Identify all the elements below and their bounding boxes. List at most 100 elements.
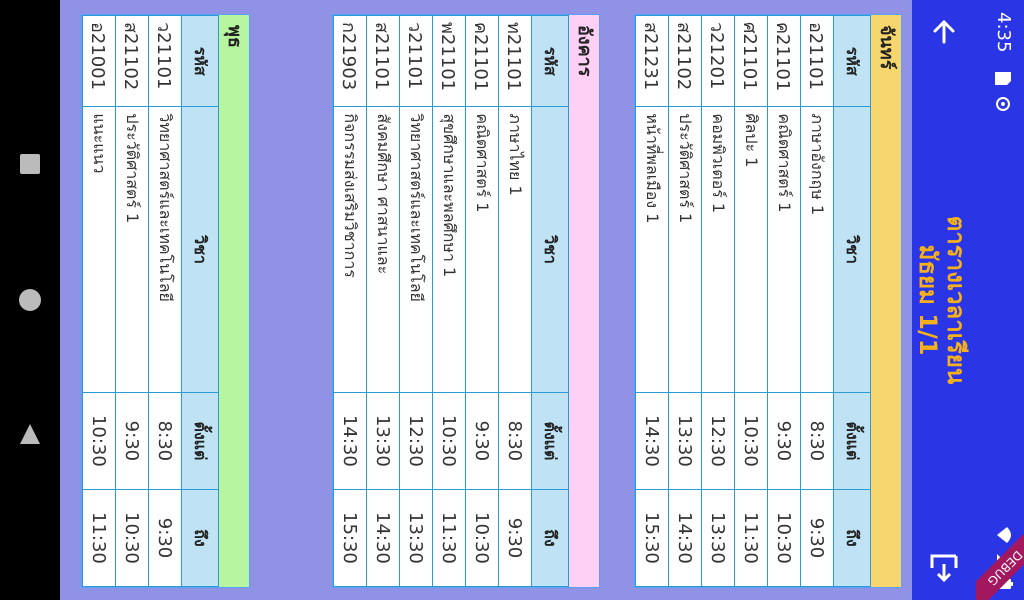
subject-name: สังคมศึกษา ศาสนาและ [366,106,400,393]
subject-code: อ21101 [800,15,834,107]
table-row[interactable]: ศ21101 ศิลปะ 1 10:30 11:30 [734,15,768,587]
timetable-table: รหัส วิชา ตั้งแต่ ถึง ท21101 ภาษาไทย 1 8… [333,15,569,587]
subject-name: ประวัติศาสตร์ 1 [115,106,149,393]
back-arrow-icon[interactable] [924,12,964,52]
end-time: 9:30 [800,489,834,587]
timetable-table: รหัส วิชา ตั้งแต่ ถึง อ21101 ภาษาอังกฤษ … [635,15,871,587]
header-code: รหัส [181,15,219,107]
start-time: 10:30 [734,392,768,490]
header-end: ถึง [833,489,871,587]
subject-code: ส21102 [115,15,149,107]
table-row[interactable]: ว21201 คอมพิวเตอร์ 1 12:30 13:30 [701,15,735,587]
end-time: 11:30 [432,489,466,587]
end-time: 10:30 [767,489,801,587]
subject-code: ท21101 [498,15,532,107]
start-time: 10:30 [82,392,116,490]
table-row[interactable]: ส21231 หน้าที่พลเมือง 1 14:30 15:30 [635,15,669,587]
subject-code: ส21102 [668,15,702,107]
table-header-row: รหัส วิชา ตั้งแต่ ถึง [181,15,219,587]
subject-code: ก21903 [333,15,367,107]
title-line-1: ตารางเวลาเรียน [942,215,970,385]
subject-code: ค21101 [465,15,499,107]
day-title: จันทร์ [871,15,901,587]
table-row[interactable]: ท21101 ภาษาไทย 1 8:30 9:30 [498,15,532,587]
start-time: 8:30 [148,392,182,490]
lock-icon [996,97,1010,111]
end-time: 15:30 [333,489,367,587]
day-card-wednesday: พุธ รหัส วิชา ตั้งแต่ ถึง ว21101 วิทยาศา… [81,14,250,588]
header-code: รหัส [833,15,871,107]
navigation-bar [0,0,60,600]
table-row[interactable]: ค21101 คณิตศาสตร์ 1 9:30 10:30 [465,15,499,587]
end-time: 11:30 [82,489,116,587]
table-header-row: รหัส วิชา ตั้งแต่ ถึง [531,15,569,587]
subject-code: ส21101 [366,15,400,107]
table-row[interactable]: พ21101 สุขศึกษาและพลศึกษา 1 10:30 11:30 [432,15,466,587]
end-time: 11:30 [734,489,768,587]
back-nav-icon[interactable] [18,422,42,446]
subject-name: แนะแนว [82,106,116,393]
timetable-table: รหัส วิชา ตั้งแต่ ถึง ว21101 วิทยาศาสตร์… [82,15,219,587]
timetable-scroll[interactable]: จันทร์ รหัส วิชา ตั้งแต่ ถึง อ21101 ภาษา… [60,0,912,600]
start-time: 12:30 [399,392,433,490]
end-time: 9:30 [148,489,182,587]
end-time: 13:30 [701,489,735,587]
subject-code: ว21201 [701,15,735,107]
subject-name: คอมพิวเตอร์ 1 [701,106,735,393]
header-subject: วิชา [833,106,871,393]
title-line-2: มัธยม 1/1 [914,244,942,356]
start-time: 13:30 [668,392,702,490]
subject-code: อ21001 [82,15,116,107]
start-time: 9:30 [465,392,499,490]
subject-name: หน้าที่พลเมือง 1 [635,106,669,393]
subject-name: คณิตศาสตร์ 1 [465,106,499,393]
subject-name: ศิลปะ 1 [734,106,768,393]
table-row[interactable]: ส21101 สังคมศึกษา ศาสนาและ 13:30 14:30 [366,15,400,587]
header-start: ตั้งแต่ [833,392,871,490]
subject-code: ว21101 [399,15,433,107]
start-time: 14:30 [333,392,367,490]
home-icon[interactable] [18,288,42,312]
end-time: 14:30 [366,489,400,587]
subject-name: กิจกรรมส่งเสริมวิชาการ [333,106,367,393]
subject-code: ส21231 [635,15,669,107]
day-title: พุธ [219,15,249,587]
start-time: 8:30 [498,392,532,490]
header-start: ตั้งแต่ [181,392,219,490]
table-header-row: รหัส วิชา ตั้งแต่ ถึง [833,15,871,587]
end-time: 9:30 [498,489,532,587]
table-row[interactable]: อ21001 แนะแนว 10:30 11:30 [82,15,116,587]
start-time: 9:30 [115,392,149,490]
table-row[interactable]: ก21903 กิจกรรมส่งเสริมวิชาการ 14:30 15:3… [333,15,367,587]
header-end: ถึง [181,489,219,587]
start-time: 13:30 [366,392,400,490]
end-time: 10:30 [465,489,499,587]
header-subject: วิชา [181,106,219,393]
app-bar: ตารางเวลาเรียน มัธยม 1/1 [912,0,976,600]
table-row[interactable]: อ21101 ภาษาอังกฤษ 1 8:30 9:30 [800,15,834,587]
table-row[interactable]: ส21102 ประวัติศาสตร์ 1 13:30 14:30 [668,15,702,587]
subject-code: ว21101 [148,15,182,107]
end-time: 13:30 [399,489,433,587]
table-row[interactable]: ค21101 คณิตศาสตร์ 1 9:30 10:30 [767,15,801,587]
table-row[interactable]: ส21102 ประวัติศาสตร์ 1 9:30 10:30 [115,15,149,587]
day-card-tuesday: อังคาร รหัส วิชา ตั้งแต่ ถึง ท21101 ภาษา… [332,14,600,588]
subject-code: พ21101 [432,15,466,107]
subject-name: สุขศึกษาและพลศึกษา 1 [432,106,466,393]
sim-icon [995,72,1011,85]
subject-name: คณิตศาสตร์ 1 [767,106,801,393]
table-row[interactable]: ว21101 วิทยาศาสตร์และเทคโนโลยี 12:30 13:… [399,15,433,587]
table-row[interactable]: ว21101 วิทยาศาสตร์และเทคโนโลยี 8:30 9:30 [148,15,182,587]
logout-icon[interactable] [924,548,964,588]
header-subject: วิชา [531,106,569,393]
start-time: 8:30 [800,392,834,490]
subject-code: ค21101 [767,15,801,107]
subject-name: ประวัติศาสตร์ 1 [668,106,702,393]
recents-icon[interactable] [18,152,42,176]
start-time: 9:30 [767,392,801,490]
start-time: 14:30 [635,392,669,490]
end-time: 15:30 [635,489,669,587]
header-end: ถึง [531,489,569,587]
